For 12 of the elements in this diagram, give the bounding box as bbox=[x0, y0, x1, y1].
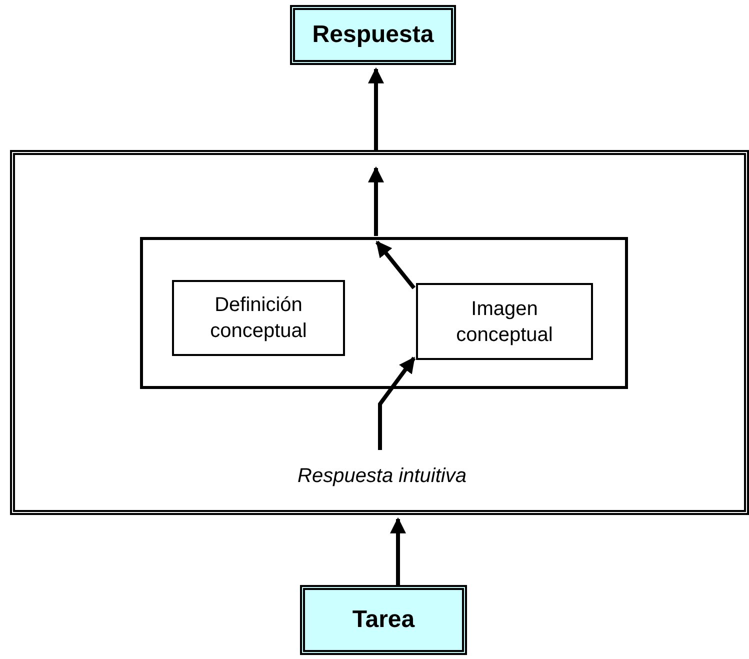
input-box: Tarea bbox=[300, 585, 467, 655]
arrow bbox=[368, 166, 384, 236]
frame-box bbox=[140, 237, 628, 389]
arrow bbox=[378, 356, 416, 450]
output-box: Respuesta bbox=[290, 5, 456, 65]
concept-box: Imagen conceptual bbox=[416, 283, 593, 360]
arrow bbox=[368, 67, 384, 150]
caption-text: Respuesta intuitiva bbox=[262, 458, 502, 494]
arrow bbox=[375, 240, 416, 290]
concept-box: Definición conceptual bbox=[172, 280, 345, 356]
arrow bbox=[390, 517, 406, 585]
frame-box bbox=[10, 150, 749, 515]
